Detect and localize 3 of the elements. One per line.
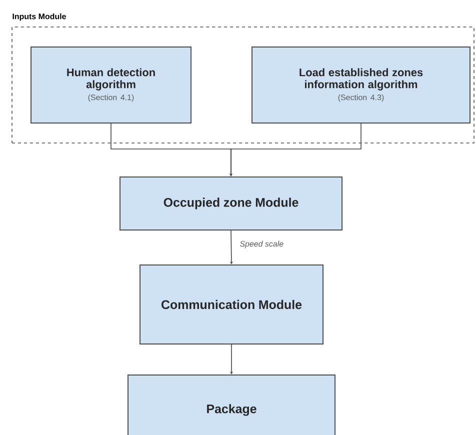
process-box: Package (128, 374, 336, 435)
process-box: Communication Module (140, 264, 324, 344)
process-box: Occupied zone Module (120, 176, 342, 230)
